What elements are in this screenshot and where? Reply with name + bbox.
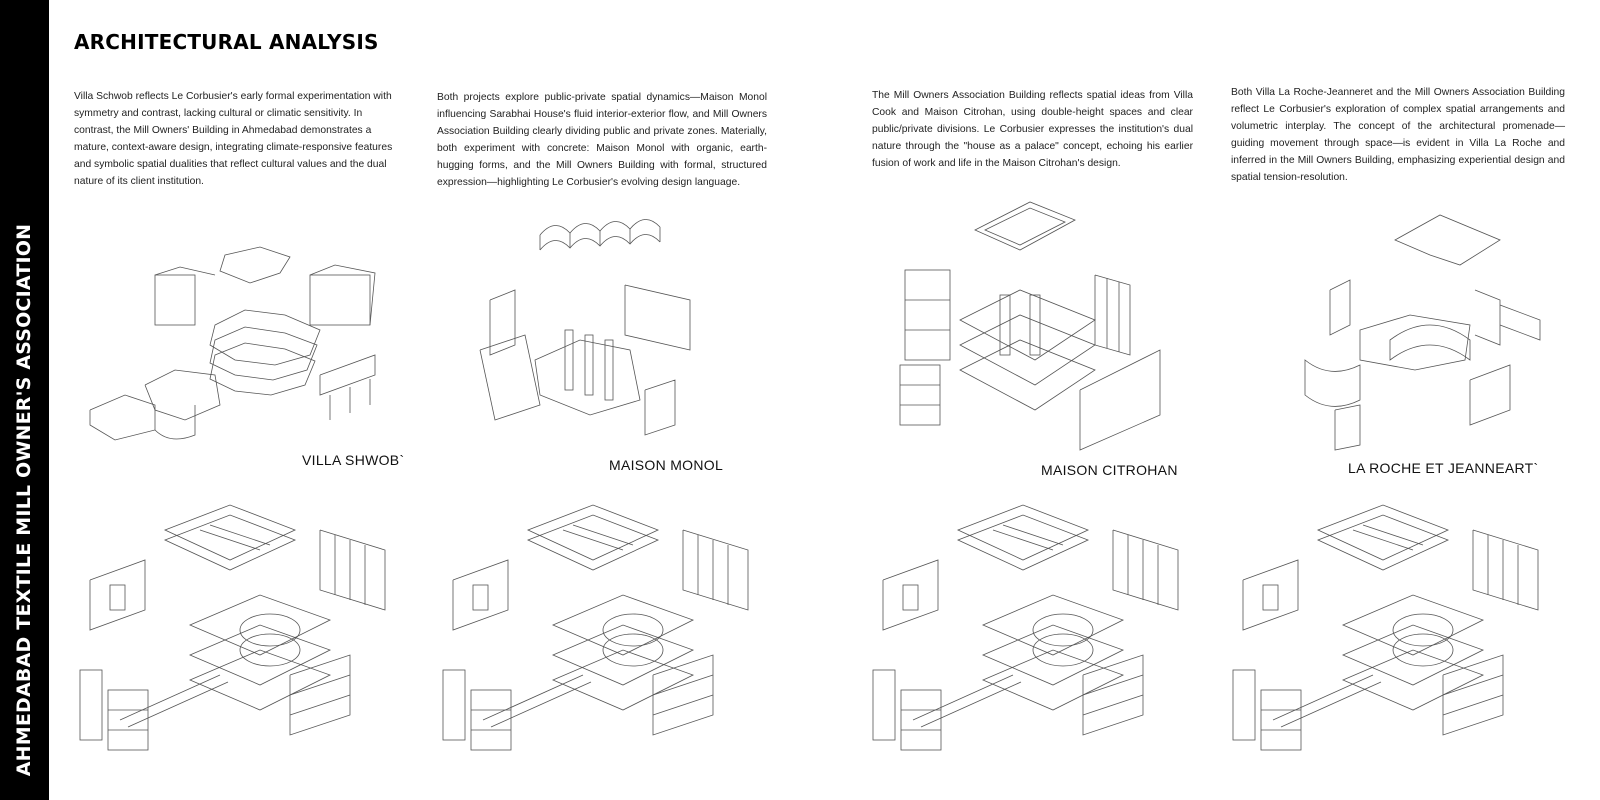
label-villa-schwob: VILLA SHWOB` [302,452,405,468]
sidebar-title: AHMEDABAD TEXTILE MILL OWNER'S ASSOCIATI… [13,223,35,777]
label-maison-monol: MAISON MONOL [609,457,724,473]
sidebar: AHMEDABAD TEXTILE MILL OWNER'S ASSOCIATI… [0,0,49,800]
mill-owners-axonometric-2 [442,504,749,751]
maison-monol-axonometric [479,219,691,436]
paragraph-villa-schwob: Villa Schwob reflects Le Corbusier's ear… [74,91,393,187]
label-maison-citrohan: MAISON CITROHAN [1041,462,1178,478]
mill-owners-axonometric-4 [1232,504,1539,751]
paragraph-maison-citrohan: The Mill Owners Association Building ref… [872,90,1193,169]
paragraph-maison-monol: Both projects explore public-private spa… [437,92,767,188]
paragraph-la-roche: Both Villa La Roche-Jeanneret and the Mi… [1231,87,1565,183]
label-la-roche: LA ROCHE ET JEANNEART` [1348,460,1539,476]
mill-owners-axonometric-1 [79,504,386,751]
page-title: ARCHITECTURAL ANALYSIS [74,30,379,54]
maison-citrohan-axonometric [899,201,1161,451]
mill-owners-axonometric-3 [872,504,1179,751]
villa-schwob-axonometric [89,246,376,441]
la-roche-axonometric [1304,214,1541,451]
